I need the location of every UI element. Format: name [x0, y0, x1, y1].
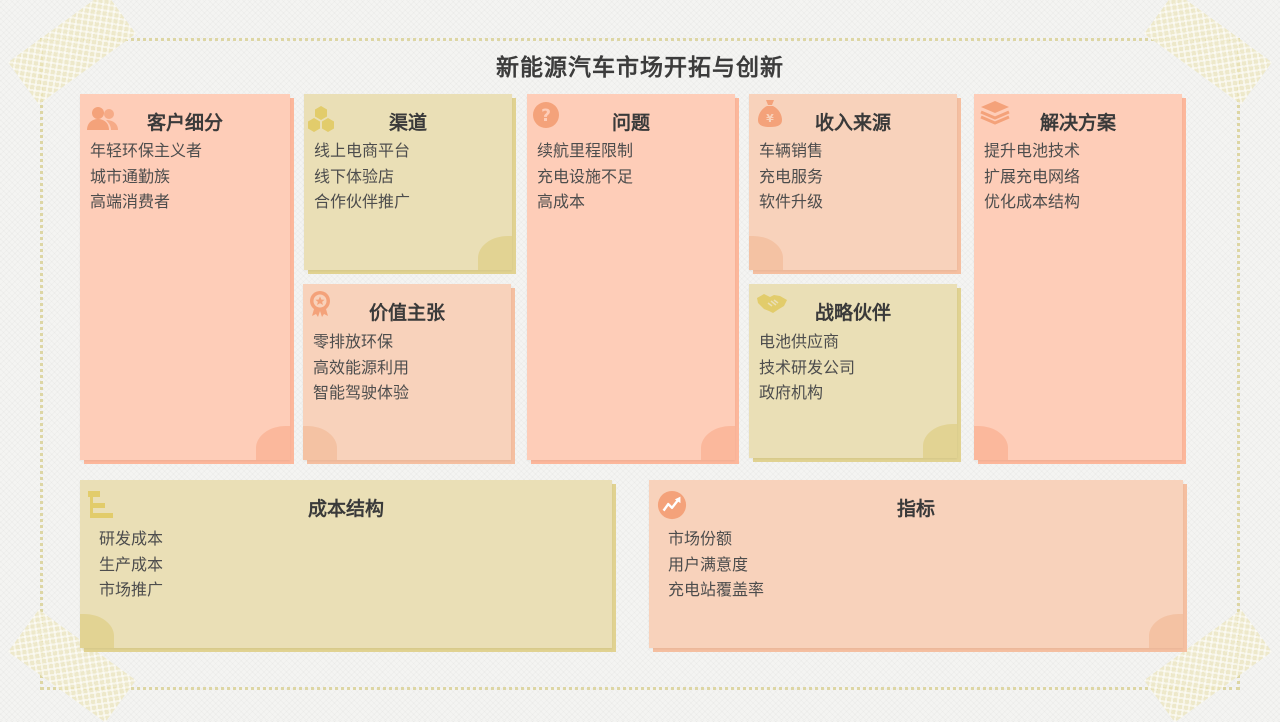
- list-item: 零排放环保: [313, 332, 394, 351]
- list-item: 电池供应商: [759, 332, 840, 351]
- hexagons-icon: [306, 104, 336, 134]
- card-solution: 解决方案 提升电池技术 扩展充电网络 优化成本结构: [974, 94, 1186, 464]
- card-title: 战略伙伴: [814, 302, 891, 324]
- list-item: 优化成本结构: [984, 192, 1081, 211]
- list-item: 政府机构: [759, 383, 824, 402]
- list-item: 合作伙伴推广: [314, 192, 411, 211]
- layers-icon: [980, 98, 1010, 128]
- card-title: 客户细分: [146, 112, 223, 134]
- list-item: 城市通勤族: [90, 166, 171, 186]
- users-icon: [86, 104, 120, 134]
- list-item: 充电站覆盖率: [668, 580, 765, 599]
- list-item: 高端消费者: [90, 192, 171, 211]
- list-item: 软件升级: [759, 192, 824, 211]
- list-item: 线下体验店: [314, 166, 395, 186]
- card-revenue-streams: ¥ 收入来源 车辆销售 充电服务 软件升级: [749, 94, 961, 274]
- card-problem: ? 问题 续航里程限制 充电设施不足 高成本: [527, 94, 739, 464]
- list-item: 续航里程限制: [537, 141, 634, 160]
- list-item: 年轻环保主义者: [90, 141, 203, 160]
- card-title: 指标: [896, 498, 935, 520]
- list-item: 高效能源利用: [313, 357, 410, 377]
- card-strategic-partners: 战略伙伴 电池供应商 技术研发公司 政府机构: [749, 284, 961, 462]
- list-item: 充电设施不足: [537, 166, 634, 186]
- list-item: 市场份额: [668, 529, 733, 548]
- card-channels: 渠道 线上电商平台 线下体验店 合作伙伴推广: [304, 94, 516, 274]
- card-customer-segments: 客户细分 年轻环保主义者 城市通勤族 高端消费者: [80, 94, 294, 464]
- card-value-proposition: 价值主张 零排放环保 高效能源利用 智能驾驶体验: [303, 284, 515, 464]
- svg-text:?: ?: [541, 106, 551, 126]
- hierarchy-icon: [86, 490, 116, 520]
- list-item: 提升电池技术: [984, 141, 1081, 160]
- medal-icon: [305, 288, 335, 318]
- money-bag-icon: ¥: [755, 98, 785, 128]
- question-icon: ?: [531, 100, 561, 130]
- list-item: 市场推广: [99, 580, 164, 599]
- card-metrics: 指标 市场份额 用户满意度 充电站覆盖率: [649, 480, 1187, 652]
- card-cost-structure: 成本结构 研发成本 生产成本 市场推广: [80, 480, 616, 652]
- list-item: 扩展充电网络: [984, 166, 1081, 186]
- list-item: 高成本: [537, 192, 586, 211]
- card-title: 解决方案: [1039, 112, 1116, 134]
- svg-text:¥: ¥: [766, 112, 774, 125]
- handshake-icon: [755, 288, 789, 318]
- list-item: 生产成本: [99, 554, 164, 574]
- card-title: 价值主张: [368, 302, 445, 324]
- list-item: 技术研发公司: [759, 357, 856, 377]
- list-item: 智能驾驶体验: [313, 383, 410, 402]
- card-title: 收入来源: [814, 112, 891, 134]
- page-title: 新能源汽车市场开拓与创新: [496, 55, 784, 81]
- list-item: 车辆销售: [759, 141, 824, 160]
- list-item: 充电服务: [759, 166, 824, 186]
- trend-up-icon: [657, 490, 687, 520]
- list-item: 研发成本: [99, 529, 164, 548]
- card-title: 渠道: [388, 112, 427, 134]
- list-item: 线上电商平台: [314, 141, 411, 160]
- dotted-frame: [40, 38, 1240, 690]
- list-item: 用户满意度: [668, 554, 749, 574]
- card-title: 问题: [611, 112, 650, 134]
- card-title: 成本结构: [307, 498, 384, 520]
